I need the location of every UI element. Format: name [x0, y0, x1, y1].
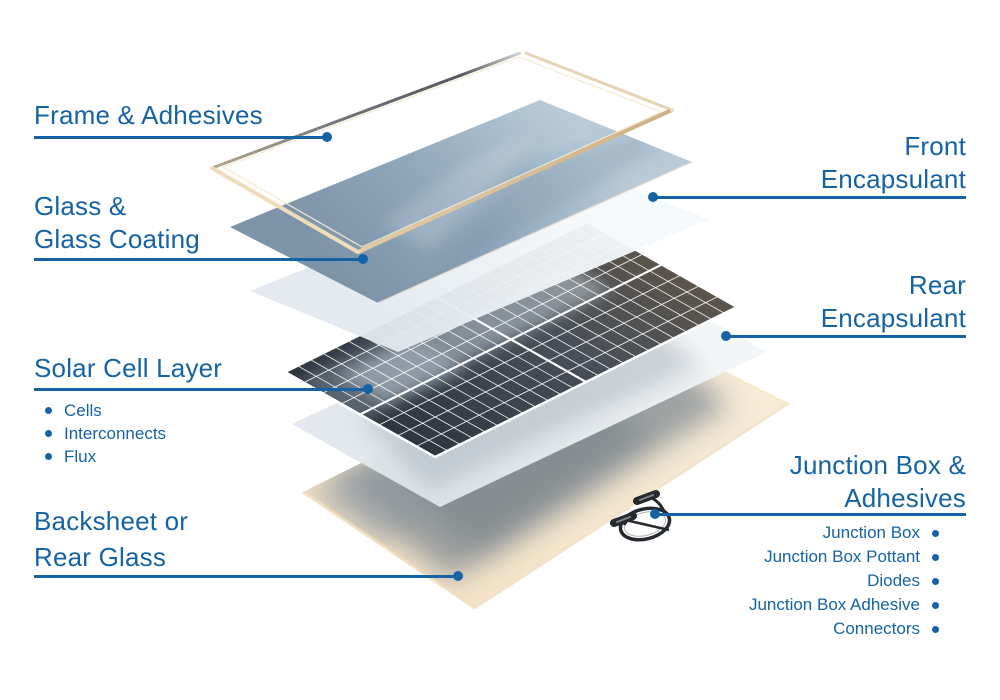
backsheet-label: Backsheet or Rear Glass	[34, 503, 188, 575]
junction-box-cable	[610, 490, 672, 542]
backsheet-leader-dot	[453, 571, 463, 581]
rear-encapsulant-line1: Rear	[908, 270, 966, 300]
solar-bullet-list: Cells Interconnects Flux	[45, 399, 166, 468]
bullet-dot-icon	[45, 430, 52, 437]
junction-box-leader-dot	[650, 509, 660, 519]
junction-bullet-item: Diodes	[749, 569, 951, 593]
junction-bullet-list: Junction Box Junction Box Pottant Diodes…	[749, 521, 951, 641]
frame-adhesives-label-line: Frame & Adhesives	[34, 100, 263, 130]
junction-box-leader-line	[655, 513, 966, 516]
front-encapsulant-leader-dot	[648, 192, 658, 202]
backsheet-label-line2: Rear Glass	[34, 542, 167, 572]
solar-bullet-item: Interconnects	[45, 422, 166, 445]
bullet-dot-icon	[932, 601, 939, 609]
solar-leader-dot	[363, 384, 373, 394]
frame-layer	[210, 49, 674, 254]
rear-encapsulant-line2: Encapsulant	[820, 303, 966, 333]
junction-bullet-label: Junction Box Pottant	[764, 547, 920, 566]
front-encapsulant-line1: Front	[904, 131, 966, 161]
glass-label-line2: Glass Coating	[34, 224, 200, 254]
solar-bullet-label: Cells	[64, 400, 102, 420]
solar-bullet-label: Interconnects	[64, 423, 167, 443]
rear-encapsulant-label: Rear Encapsulant	[821, 269, 966, 335]
backsheet-label-line1: Backsheet or	[34, 506, 189, 536]
solar-label-line: Solar Cell Layer	[34, 353, 223, 383]
bullet-dot-icon	[932, 625, 939, 633]
bullet-dot-icon	[45, 453, 52, 460]
solar-cell-layer-label: Solar Cell Layer	[34, 352, 222, 385]
glass-leader-line	[34, 258, 363, 261]
junction-bullet-label: Junction Box Adhesive	[748, 595, 920, 614]
junction-bullet-label: Diodes	[867, 571, 920, 590]
frame-adhesives-label: Frame & Adhesives	[34, 99, 263, 132]
frame-leader-dot	[322, 132, 332, 142]
glass-leader-dot	[358, 254, 368, 264]
junction-bullet-item: Connectors	[749, 617, 951, 641]
junction-bullet-item: Junction Box Adhesive	[749, 593, 951, 617]
junction-box-line2: Adhesives	[844, 483, 966, 513]
solar-bullet-item: Cells	[45, 399, 166, 422]
solar-leader-line	[34, 388, 368, 391]
front-encapsulant-line2: Encapsulant	[820, 164, 966, 194]
solar-bullet-item: Flux	[45, 445, 166, 468]
bullet-dot-icon	[932, 577, 939, 585]
backsheet-leader-line	[34, 575, 458, 578]
bullet-dot-icon	[45, 407, 52, 414]
rear-encapsulant-leader-line	[726, 335, 966, 338]
front-encapsulant-label: Front Encapsulant	[821, 130, 966, 196]
junction-bullet-label: Junction Box	[822, 523, 920, 542]
glass-coating-label: Glass & Glass Coating	[34, 190, 200, 256]
junction-bullet-item: Junction Box	[749, 521, 951, 545]
junction-bullet-item: Junction Box Pottant	[749, 545, 951, 569]
frame-leader-line	[34, 136, 327, 139]
solar-bullet-label: Flux	[64, 446, 97, 466]
junction-box-line1: Junction Box &	[789, 450, 966, 480]
rear-encapsulant-leader-dot	[721, 331, 731, 341]
front-encapsulant-leader-line	[653, 196, 966, 199]
junction-box-label: Junction Box & Adhesives	[790, 449, 966, 515]
bullet-dot-icon	[932, 529, 939, 537]
bullet-dot-icon	[932, 553, 939, 561]
junction-bullet-label: Connectors	[833, 619, 920, 638]
glass-label-line1: Glass &	[34, 191, 127, 221]
